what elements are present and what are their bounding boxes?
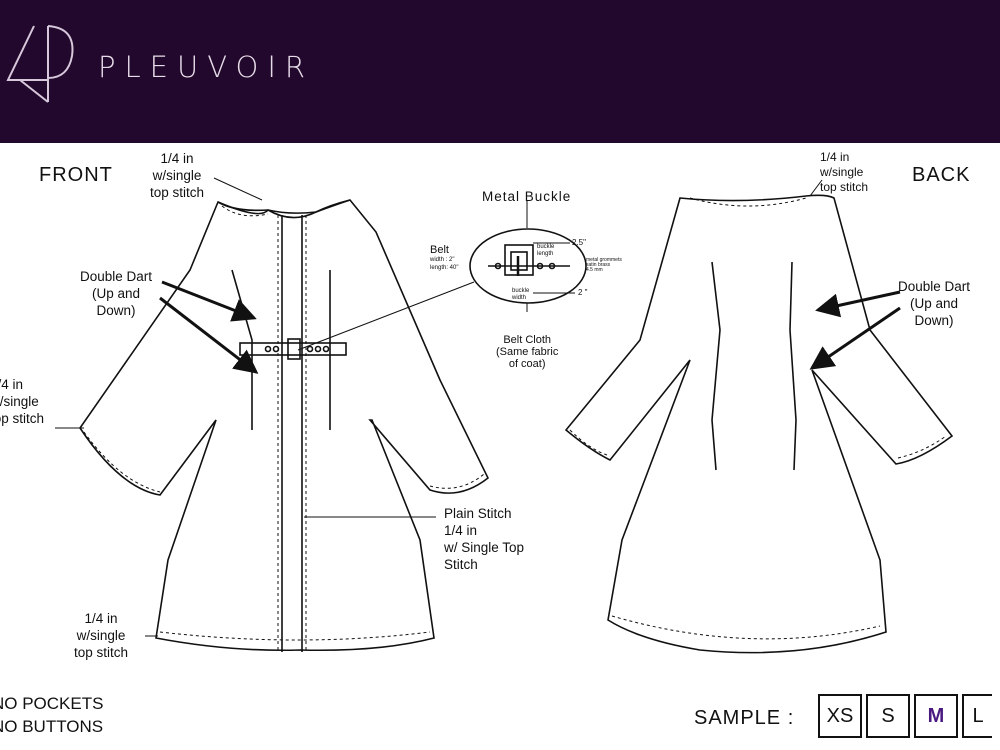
size-selector: XS S M L <box>818 694 992 738</box>
belt-width-label: width : 2" <box>430 257 455 263</box>
metal-buckle-label: Metal Buckle <box>482 189 572 204</box>
sample-label: SAMPLE : <box>694 707 795 729</box>
grommets-label: metal grommets satin brass 4.5 mm <box>586 257 622 273</box>
front-hem-label: 1/4 in w/single top stitch <box>74 611 129 660</box>
size-m-option[interactable]: M <box>914 694 958 738</box>
belt-cloth-label: Belt Cloth (Same fabric of coat) <box>496 334 559 370</box>
size-l-option[interactable]: L <box>962 694 992 738</box>
brand-header: PLEUVOIR <box>0 0 1000 143</box>
size-xs-option[interactable]: XS <box>818 694 862 738</box>
brand-logo-icon <box>6 25 74 103</box>
front-sleeve-label: 1/4 in w/single top stitch <box>0 377 45 426</box>
back-dart-label: Double Dart (Up and Down) <box>898 279 971 328</box>
front-coat-outline <box>79 199 490 652</box>
brand-name: PLEUVOIR <box>98 50 315 84</box>
front-view-title: FRONT <box>39 164 113 186</box>
belt-length-label: length: 40" <box>430 265 459 271</box>
front-dart-label: Double Dart (Up and Down) <box>80 269 153 318</box>
back-coat-outline <box>564 194 954 654</box>
belt-label: Belt <box>430 244 449 256</box>
plain-stitch-label: Plain Stitch 1/4 in w/ Single Top Stitch <box>444 506 525 572</box>
buckle-width-label: buckle width <box>512 288 530 301</box>
dim-bottom-label: 2 " <box>578 288 588 297</box>
dim-top-label: 2.5" <box>572 238 586 247</box>
front-neck-label: 1/4 in w/single top stitch <box>150 151 205 200</box>
back-neck-label: 1/4 in w/single top stitch <box>820 150 869 194</box>
size-s-option[interactable]: S <box>866 694 910 738</box>
back-view-title: BACK <box>912 164 971 186</box>
buckle-length-label: buckle length <box>537 244 555 257</box>
no-pockets-note: NO POCKETS <box>0 694 104 713</box>
no-buttons-note: NO BUTTONS <box>0 717 104 736</box>
belt-drawing <box>239 338 347 360</box>
